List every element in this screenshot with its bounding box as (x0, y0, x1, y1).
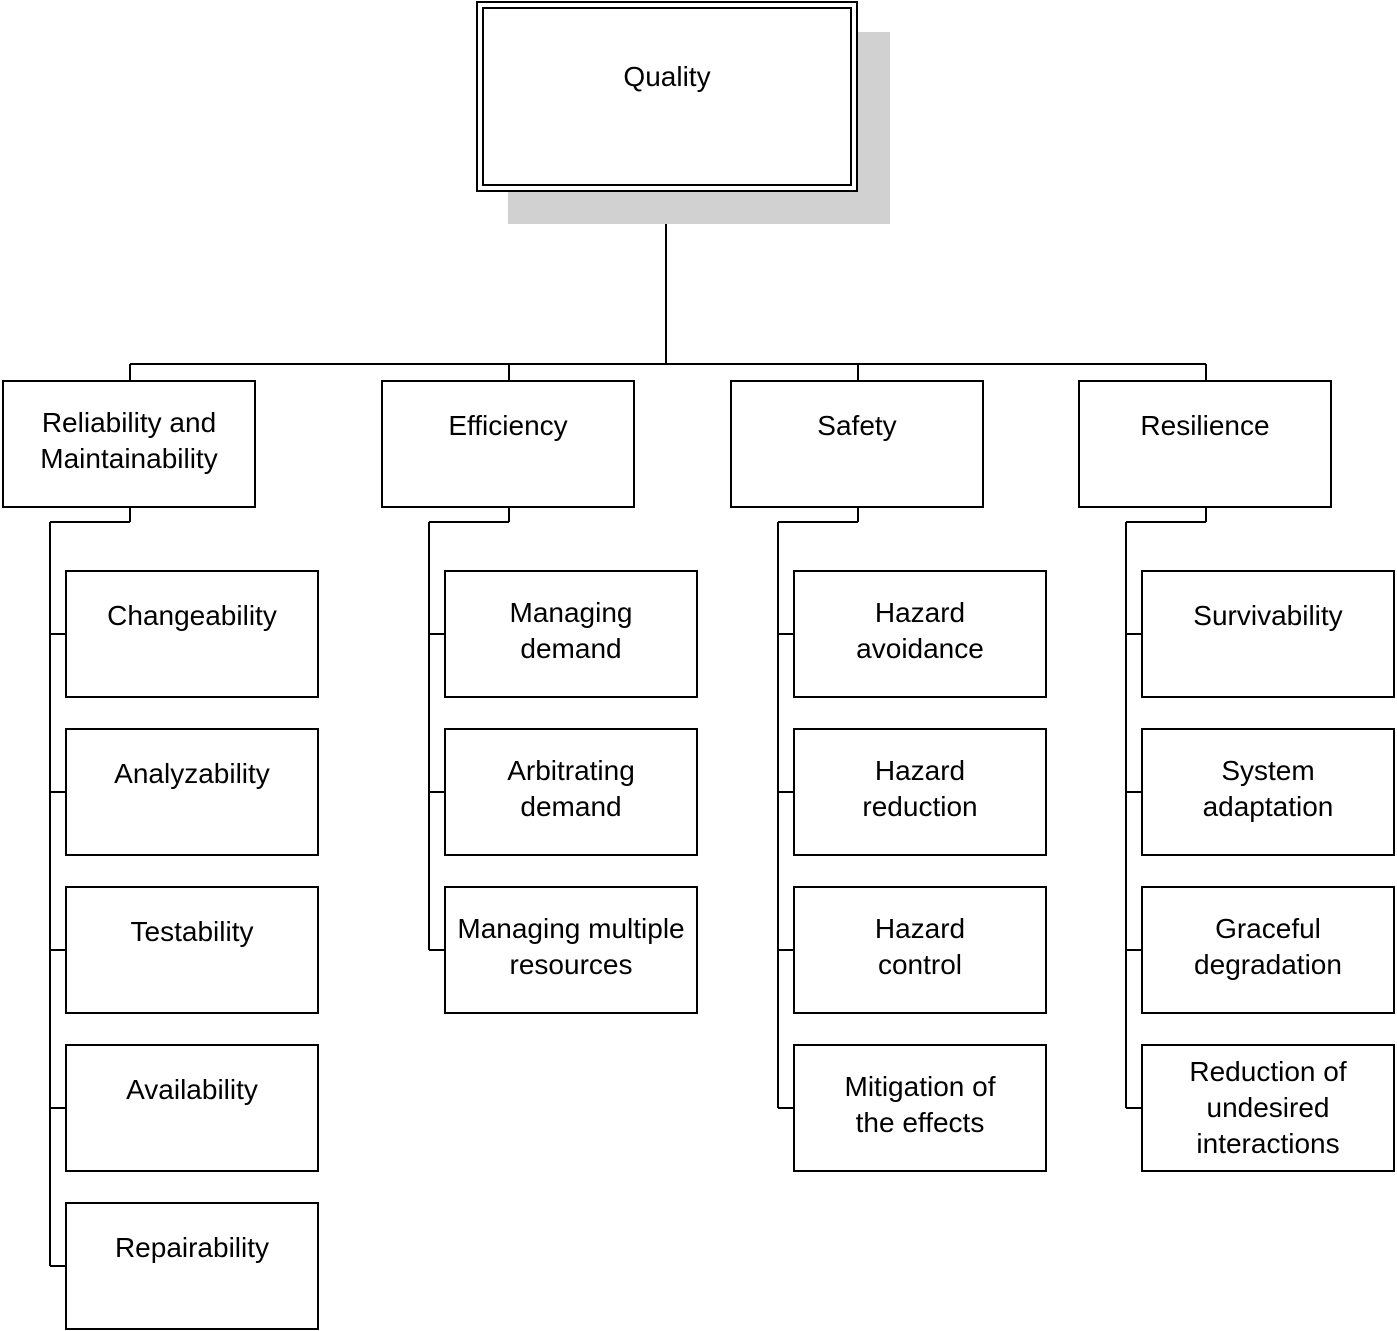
reliability-maintainability-child-1: Changeability (65, 570, 319, 698)
resilience-child-3: Graceful degradation (1141, 886, 1395, 1014)
resilience-child-4-label-line: Reduction of (1189, 1056, 1347, 1087)
reliability-maintainability-child-5: Repairability (65, 1202, 319, 1330)
reliability-maintainability-child-3: Testability (65, 886, 319, 1014)
safety-child-4-label-line: Mitigation of (844, 1071, 996, 1102)
resilience-child-2-label-line: System (1221, 755, 1315, 786)
root-node-inner: Quality (482, 7, 852, 186)
safety-child-3: Hazard control (793, 886, 1047, 1014)
efficiency-child-1-label-line: demand (520, 633, 622, 664)
safety-child-3-label-line: Hazard (874, 913, 966, 944)
reliability-maintainability-child-4-label-line: Availability (126, 1074, 258, 1105)
category-efficiency-label-line: Efficiency (448, 410, 568, 441)
reliability-maintainability-child-3-label-line: Testability (130, 916, 254, 947)
safety-child-2-label-line: reduction (862, 791, 978, 822)
safety-child-3-label-line: control (877, 949, 963, 980)
root-node: Quality (476, 1, 858, 192)
efficiency-child-3-label-line: resources (509, 949, 633, 980)
efficiency-child-1-label-line: Managing (509, 597, 633, 628)
efficiency-child-1: Managing demand (444, 570, 698, 698)
safety-child-4: Mitigation of the effects (793, 1044, 1047, 1172)
efficiency-child-3-label-line: Managing multiple (457, 913, 685, 944)
category-efficiency: Efficiency (381, 380, 635, 508)
safety-child-1-label-line: Hazard (874, 597, 966, 628)
resilience-child-4: Reduction of undesired interactions (1141, 1044, 1395, 1172)
efficiency-child-3: Managing multiple resources (444, 886, 698, 1014)
reliability-maintainability-child-5-label-line: Repairability (114, 1232, 270, 1263)
category-safety-label-line: Safety (817, 410, 897, 441)
safety-child-2: Hazard reduction (793, 728, 1047, 856)
safety-child-2-label-line: Hazard (874, 755, 966, 786)
efficiency-child-2-label-line: Arbitrating (507, 755, 635, 786)
efficiency-child-2: Arbitrating demand (444, 728, 698, 856)
reliability-maintainability-child-4: Availability (65, 1044, 319, 1172)
resilience-child-3-label-line: degradation (1194, 949, 1342, 980)
reliability-maintainability-child-2-label-line: Analyzability (114, 758, 270, 789)
safety-child-1: Hazard avoidance (793, 570, 1047, 698)
resilience-child-2: System adaptation (1141, 728, 1395, 856)
resilience-child-1-label-line: Survivability (1193, 600, 1343, 631)
reliability-maintainability-child-1-label-line: Changeability (107, 600, 277, 631)
resilience-child-2-label-line: adaptation (1202, 791, 1334, 822)
category-resilience-label-line: Resilience (1140, 410, 1270, 441)
category-resilience: Resilience (1078, 380, 1332, 508)
safety-child-1-label-line: avoidance (856, 633, 984, 664)
safety-child-4-label-line: the effects (855, 1107, 985, 1138)
resilience-child-1: Survivability (1141, 570, 1395, 698)
efficiency-child-2-label-line: demand (520, 791, 622, 822)
category-reliability-maintainability-label-line: Maintainability (40, 443, 218, 474)
resilience-child-4-label-line: undesired (1206, 1092, 1330, 1123)
reliability-maintainability-child-2: Analyzability (65, 728, 319, 856)
category-safety: Safety (730, 380, 984, 508)
resilience-child-4-label-line: interactions (1196, 1128, 1340, 1159)
category-reliability-maintainability-label-line: Reliability and (41, 407, 217, 438)
resilience-child-3-label-line: Graceful (1215, 913, 1321, 944)
root-label: Quality (623, 61, 711, 92)
